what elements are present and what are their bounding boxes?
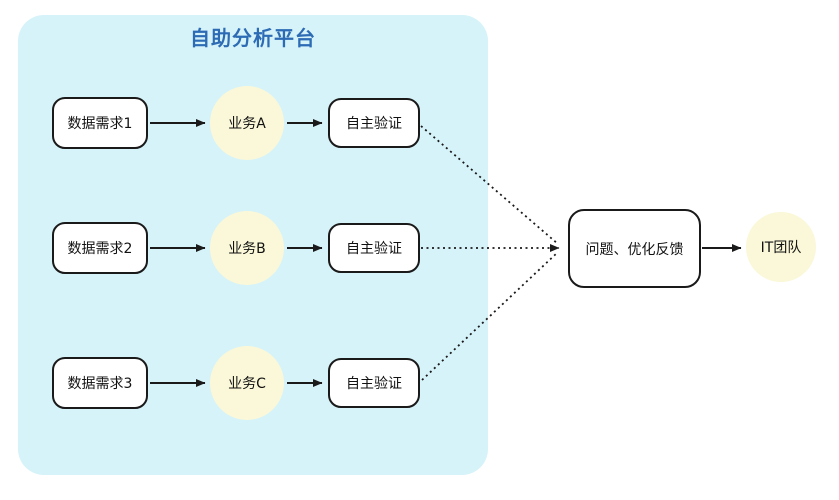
- node-data-request-1: 数据需求1: [52, 97, 148, 149]
- node-business-c: 业务C: [210, 346, 284, 420]
- node-feedback: 问题、优化反馈: [568, 209, 701, 288]
- platform-title: 自助分析平台: [190, 26, 316, 50]
- node-self-verify-3: 自主验证: [328, 358, 420, 408]
- node-business-b: 业务B: [210, 211, 284, 285]
- node-self-verify-2: 自主验证: [328, 223, 420, 273]
- node-self-verify-1: 自主验证: [328, 98, 420, 148]
- node-it-team: IT团队: [746, 212, 816, 282]
- node-data-request-2: 数据需求2: [52, 222, 148, 274]
- node-data-request-3: 数据需求3: [52, 357, 148, 409]
- node-business-a: 业务A: [210, 86, 284, 160]
